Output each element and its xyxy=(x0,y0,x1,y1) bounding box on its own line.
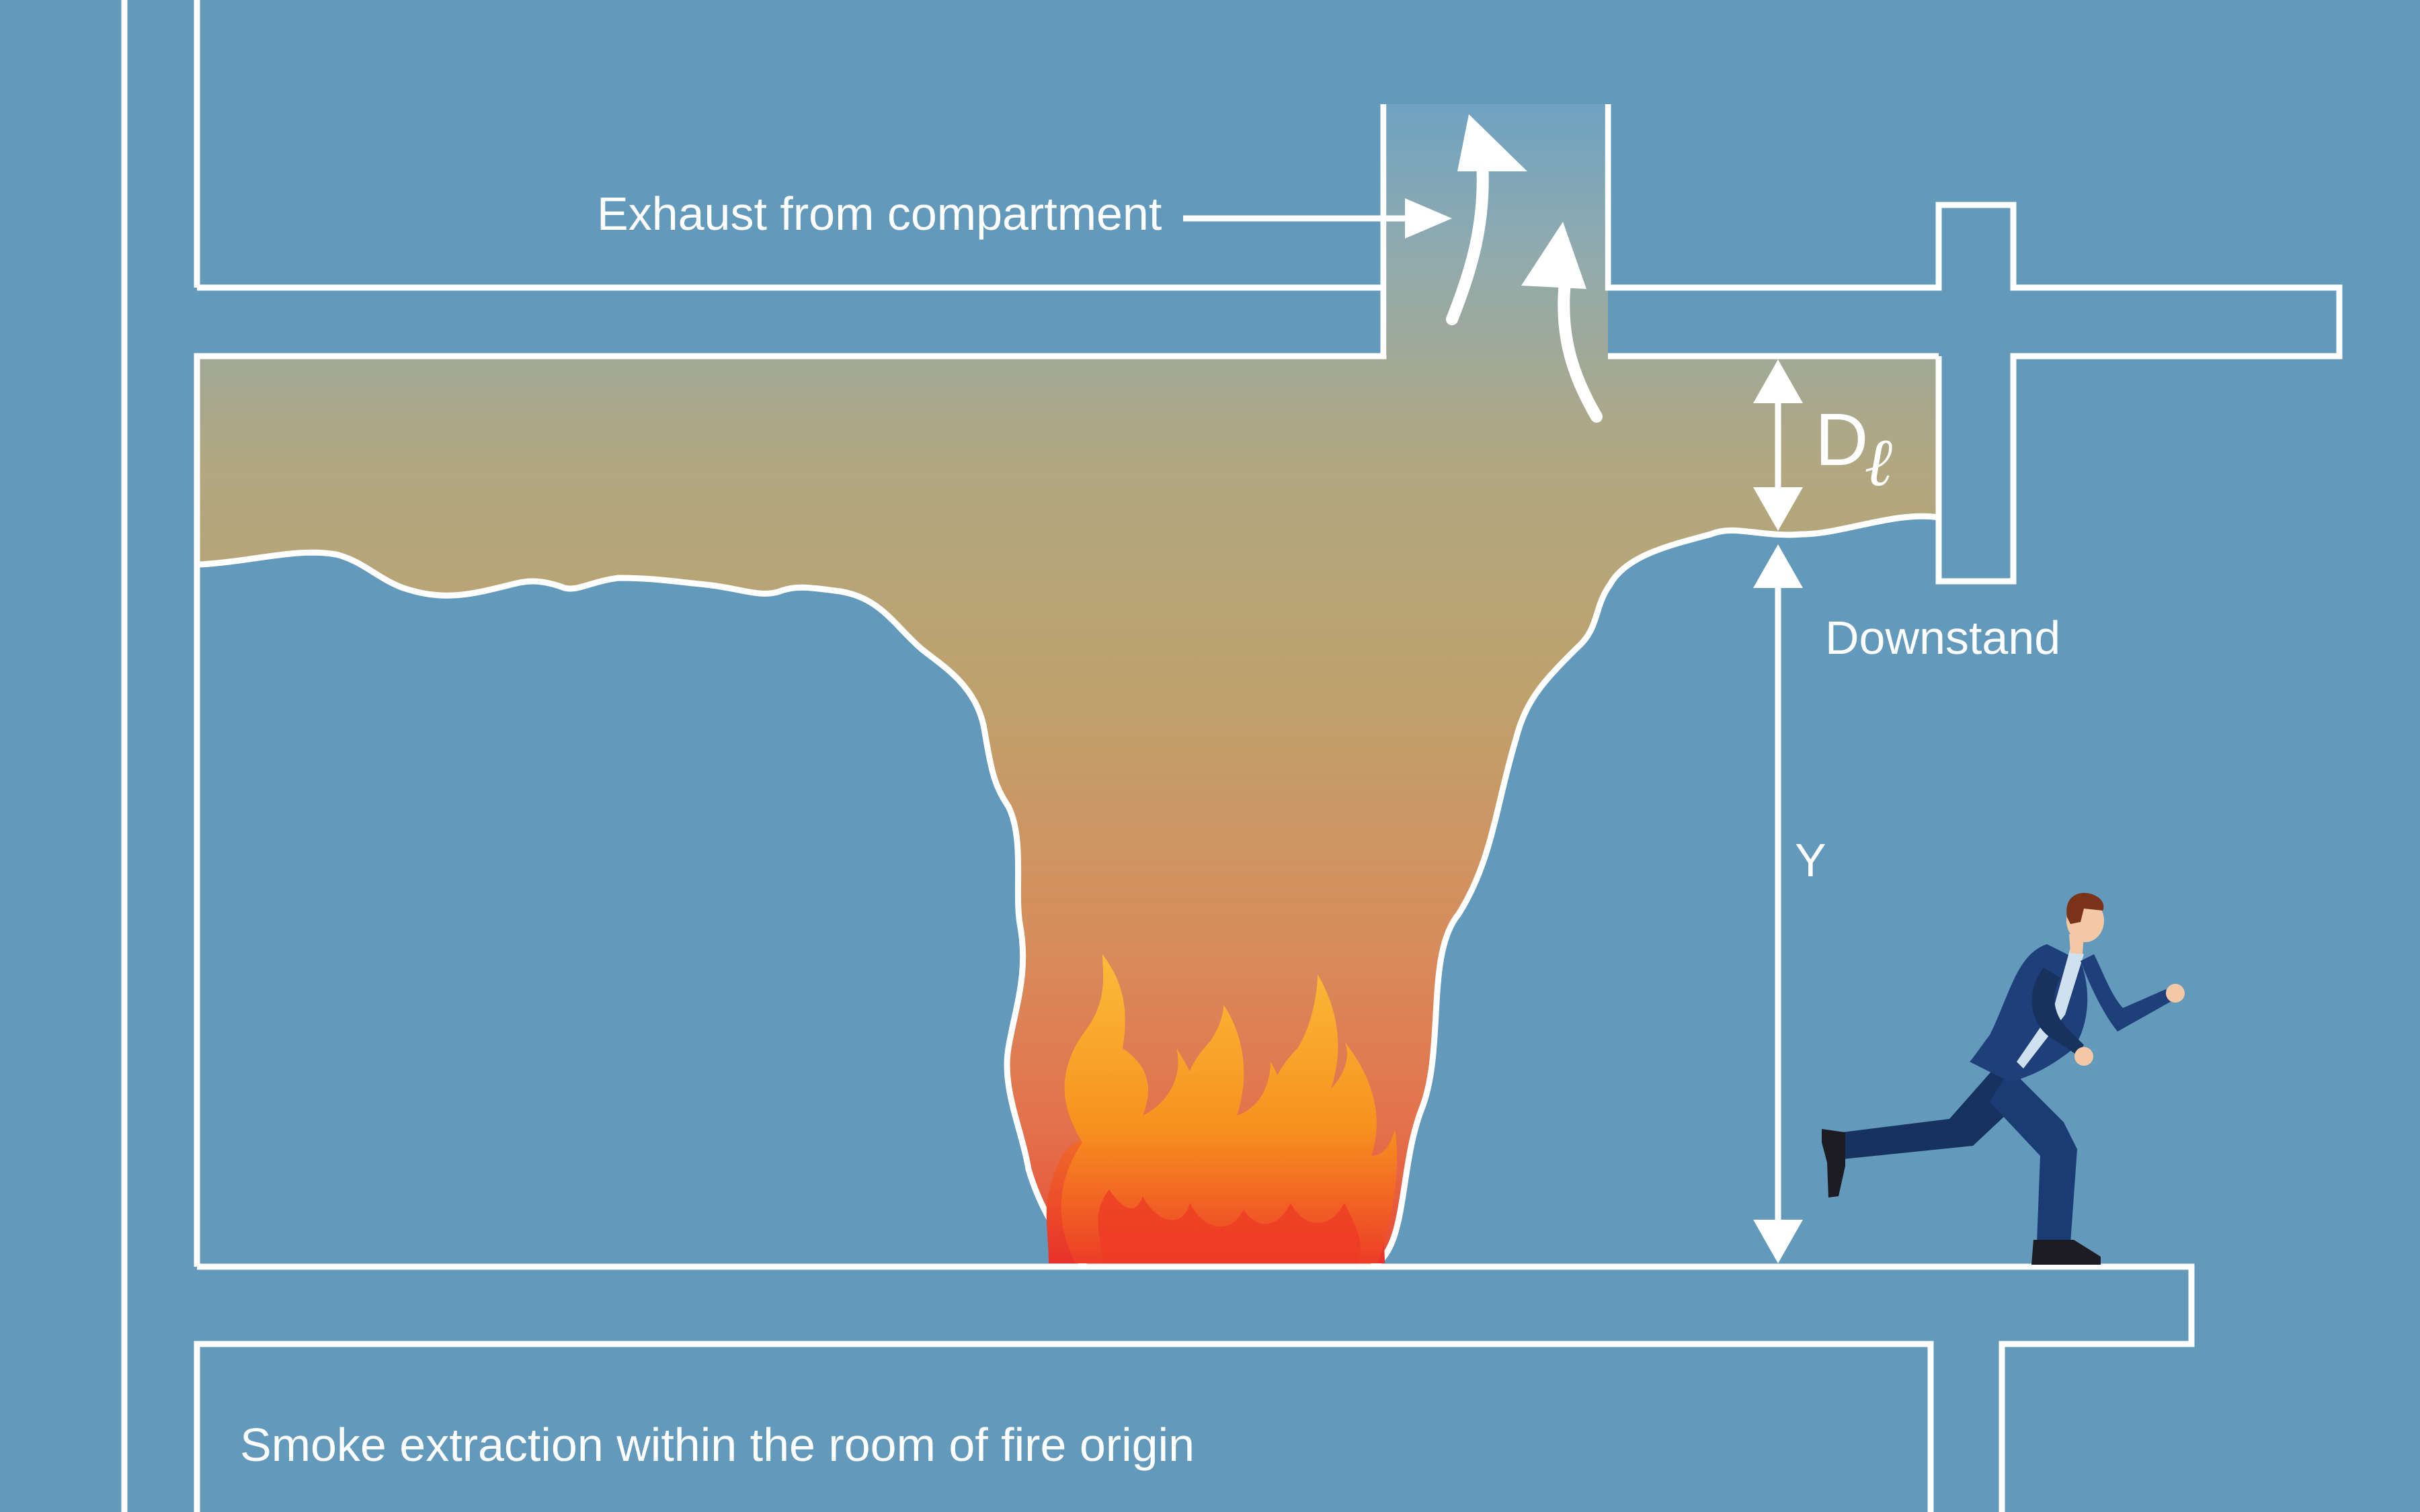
running-man-icon xyxy=(1822,892,2185,1265)
depth-label: Dℓ xyxy=(1815,403,1896,496)
exhaust-pointer-arrow xyxy=(1183,198,1452,239)
exhaust-flow-arrow-right xyxy=(1521,222,1603,423)
height-dimension-arrow xyxy=(1753,544,1803,1263)
smoke-boundary-line xyxy=(199,549,1088,1269)
smoke-boundary-line-right xyxy=(1369,513,1939,1270)
building-walls xyxy=(121,0,2343,1512)
height-label: Y xyxy=(1795,834,1826,886)
depth-label-subscript: ℓ xyxy=(1864,423,1893,501)
downstand-label: Downstand xyxy=(1825,612,2061,664)
exhaust-flow-arrow-left xyxy=(1446,114,1527,325)
depth-dimension-arrow xyxy=(1753,360,1803,531)
smoke-layer xyxy=(198,104,1939,1267)
caption: Smoke extraction within the room of fire… xyxy=(240,1419,1195,1471)
exhaust-label: Exhaust from compartment xyxy=(597,187,1162,240)
depth-label-main: D xyxy=(1815,398,1869,481)
fire-icon xyxy=(1046,954,1398,1263)
